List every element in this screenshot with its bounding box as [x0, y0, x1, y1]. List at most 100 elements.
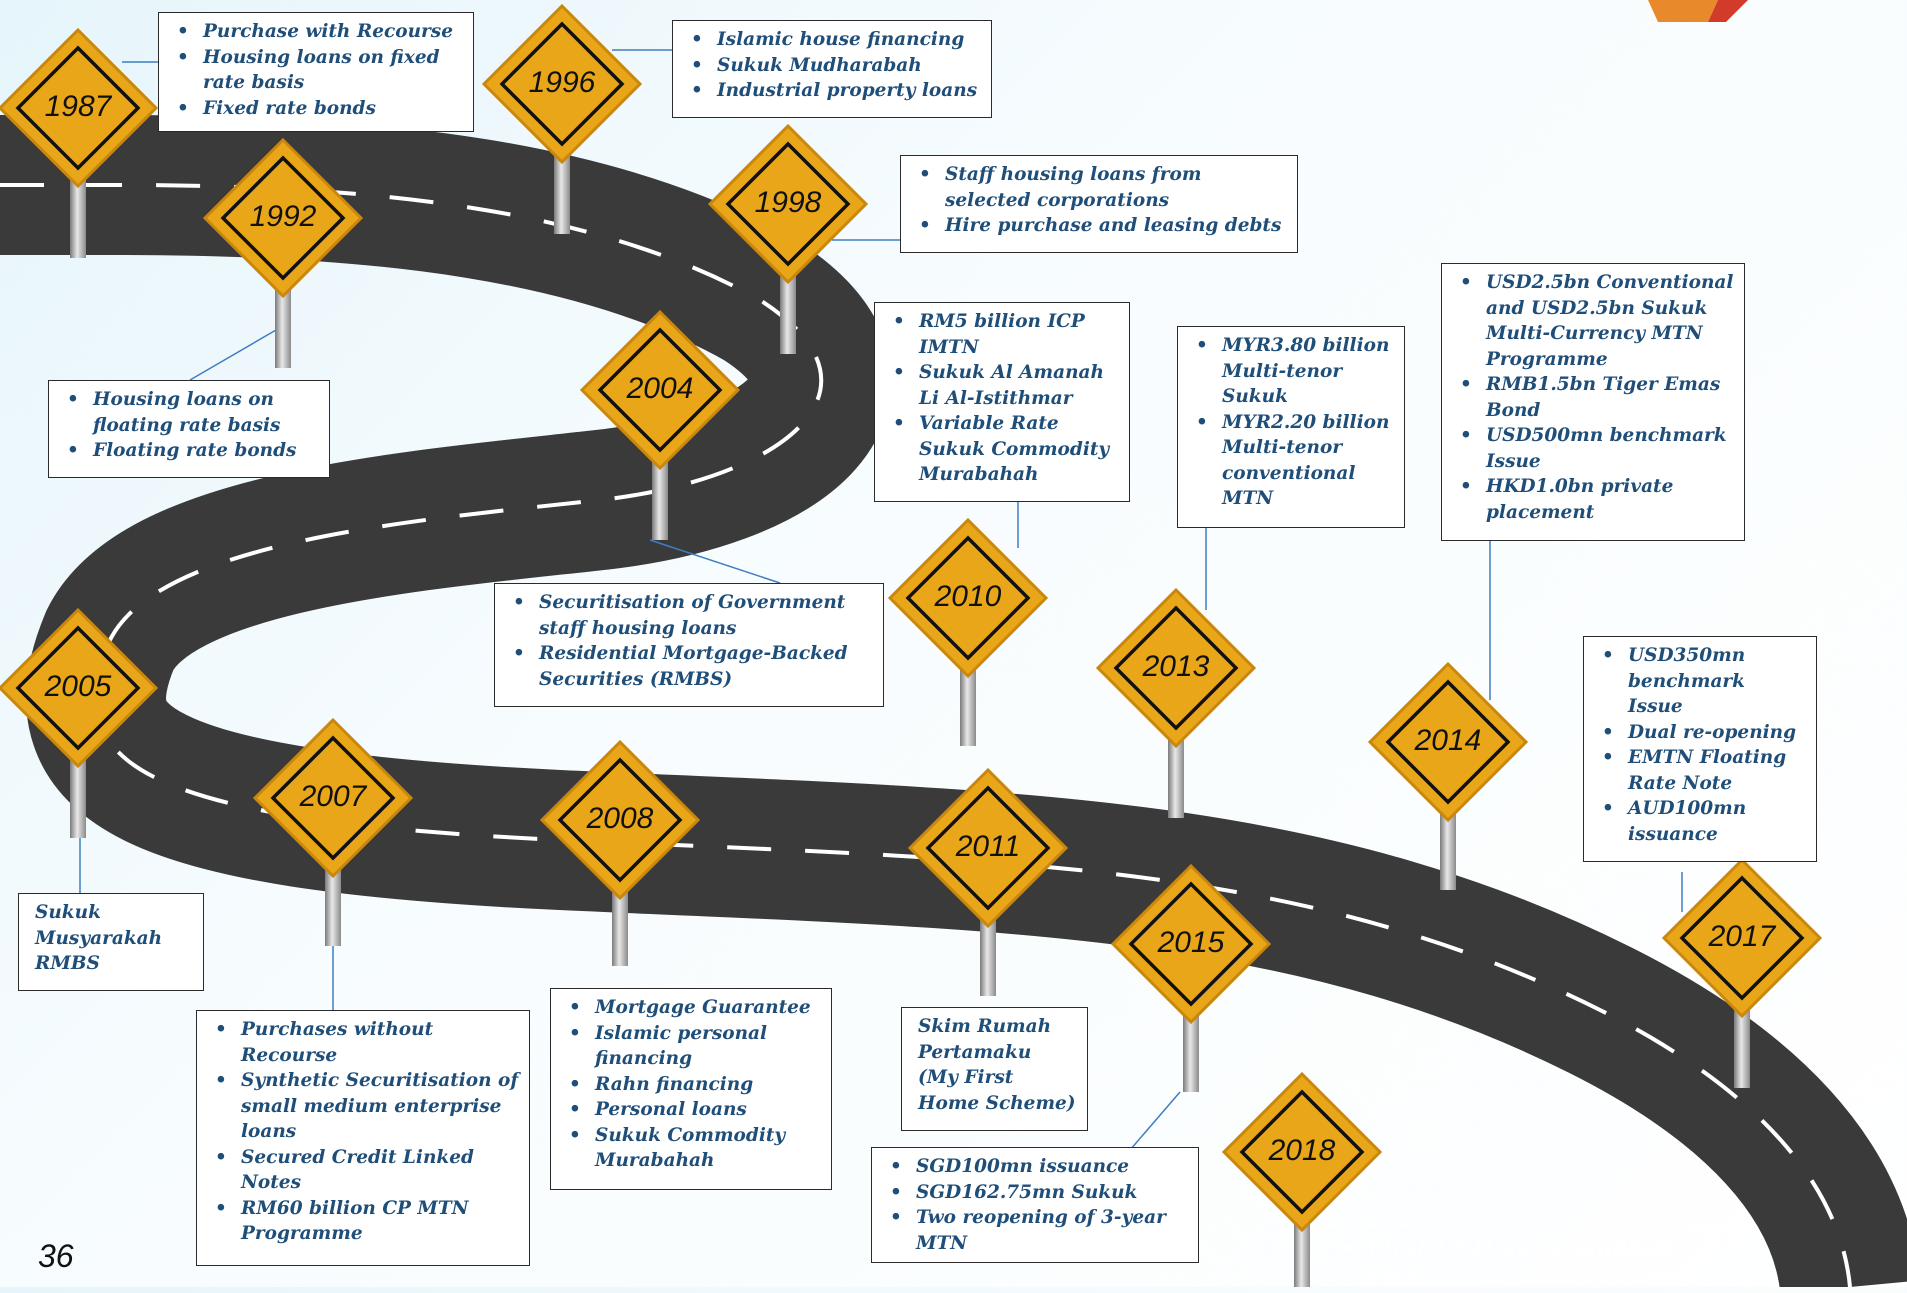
milestone-list: Purchases without RecourseSynthetic Secu…	[207, 1017, 519, 1247]
milestone-item: Floating rate bonds	[59, 438, 319, 464]
milestone-item: Mortgage Guarantee	[561, 995, 821, 1021]
diamond-sign-icon	[1221, 1071, 1383, 1233]
milestone-box: Sukuk Musyarakah RMBS	[18, 893, 204, 991]
diamond-sign-icon	[579, 309, 741, 471]
milestone-item: Housing loans on floating rate basis	[59, 387, 319, 438]
milestone-item: USD350mn benchmark Issue	[1594, 643, 1806, 720]
diamond-sign-icon	[907, 767, 1069, 929]
milestone-item: MYR2.20 billion Multi-tenor conventional…	[1188, 410, 1394, 512]
year-sign: 2018	[1221, 1071, 1383, 1233]
milestone-item: SGD100mn issuance	[882, 1154, 1188, 1180]
milestone-item: MYR3.80 billion Multi-tenor Sukuk	[1188, 333, 1394, 410]
year-sign: 2014	[1367, 661, 1529, 823]
milestone-box: USD2.5bn Conventional and USD2.5bn Sukuk…	[1441, 263, 1745, 541]
milestone-list: MYR3.80 billion Multi-tenor SukukMYR2.20…	[1188, 333, 1394, 512]
milestone-list: First USD denominated FRN	[1333, 1233, 1719, 1293]
milestone-box: MYR3.80 billion Multi-tenor SukukMYR2.20…	[1177, 326, 1405, 528]
milestone-item: Islamic house financing	[683, 27, 981, 53]
diamond-sign-icon	[252, 717, 414, 879]
milestone-item: SGD162.75mn Sukuk	[882, 1180, 1188, 1206]
year-label: 2005	[44, 670, 112, 703]
milestone-list: Staff housing loans from selected corpor…	[911, 162, 1287, 239]
year-sign: 1987	[0, 27, 159, 189]
connector-line	[189, 329, 277, 381]
milestone-list: Securitisation of Government staff housi…	[505, 590, 873, 692]
milestone-list: RM5 billion ICP IMTNSukuk Al Amanah Li A…	[885, 309, 1119, 488]
milestone-item: Secured Credit Linked Notes	[207, 1145, 519, 1196]
diamond-sign-icon	[202, 137, 364, 299]
page-number: 36	[38, 1238, 74, 1274]
year-label: 1987	[44, 90, 112, 123]
milestone-box: Staff housing loans from selected corpor…	[900, 155, 1298, 253]
milestone-item: Islamic personal financing	[561, 1021, 821, 1072]
diamond-sign-icon	[1095, 587, 1257, 749]
milestone-item: Staff housing loans from selected corpor…	[911, 162, 1287, 213]
year-sign: 2004	[579, 309, 741, 471]
milestone-box: First USD denominated FRN	[1321, 1225, 1731, 1291]
milestone-item: Skim Rumah Pertamaku (My First Home Sche…	[918, 1016, 1076, 1114]
year-sign: 2010	[887, 517, 1049, 679]
year-sign: 1996	[481, 3, 643, 165]
year-label: 2004	[626, 372, 694, 405]
milestone-list: Sukuk Musyarakah RMBS	[29, 900, 193, 977]
milestone-item: Rahn financing	[561, 1072, 821, 1098]
milestone-box: Securitisation of Government staff housi…	[494, 583, 884, 707]
milestone-item: Two reopening of 3-year MTN	[882, 1205, 1188, 1256]
milestone-item: USD500mn benchmark Issue	[1452, 423, 1734, 474]
milestone-box: USD350mn benchmark IssueDual re-openingE…	[1583, 636, 1817, 862]
milestone-list: USD350mn benchmark IssueDual re-openingE…	[1594, 643, 1806, 847]
milestone-item: Personal loans	[561, 1097, 821, 1123]
diamond-sign-icon	[0, 607, 159, 769]
milestone-item: Variable Rate Sukuk Commodity Murabahah	[885, 411, 1119, 488]
milestone-list: SGD100mn issuanceSGD162.75mn SukukTwo re…	[882, 1154, 1188, 1256]
milestone-item: RMB1.5bn Tiger Emas Bond	[1452, 372, 1734, 423]
milestone-box: Purchases without RecourseSynthetic Secu…	[196, 1010, 530, 1266]
milestone-item: Sukuk Musyarakah RMBS	[35, 902, 163, 974]
year-label: 2010	[934, 580, 1002, 613]
milestone-item: Industrial property loans	[683, 78, 981, 104]
milestone-item: Sukuk Al Amanah Li Al-Istithmar	[885, 360, 1119, 411]
milestone-item: RM60 billion CP MTN Programme	[207, 1196, 519, 1247]
year-sign: 2013	[1095, 587, 1257, 749]
year-sign: 2015	[1110, 863, 1272, 1025]
year-sign: 2008	[539, 739, 701, 901]
milestone-item: Sukuk Mudharabah	[683, 53, 981, 79]
year-label: 2011	[955, 830, 1021, 863]
milestone-item: Dual re-opening	[1594, 720, 1806, 746]
milestone-item: First USD denominated FRN	[1333, 1233, 1719, 1293]
year-label: 2015	[1157, 926, 1225, 959]
connector-line	[1129, 1091, 1181, 1151]
diamond-sign-icon	[887, 517, 1049, 679]
milestone-box: SGD100mn issuanceSGD162.75mn SukukTwo re…	[871, 1147, 1199, 1263]
milestone-item: USD2.5bn Conventional and USD2.5bn Sukuk…	[1452, 270, 1734, 372]
milestone-item: EMTN Floating Rate Note	[1594, 745, 1806, 796]
milestone-list: Mortgage GuaranteeIslamic personal finan…	[561, 995, 821, 1174]
milestone-item: AUD100mn issuance	[1594, 796, 1806, 847]
year-label: 2017	[1708, 920, 1776, 953]
year-sign: 1998	[707, 123, 869, 285]
year-label: 2018	[1268, 1134, 1336, 1167]
milestone-item: Synthetic Securitisation of small medium…	[207, 1068, 519, 1145]
milestone-box: Housing loans on floating rate basisFloa…	[48, 380, 330, 478]
diamond-sign-icon	[1367, 661, 1529, 823]
milestone-list: Purchase with RecourseHousing loans on f…	[169, 19, 463, 121]
diamond-sign-icon	[1110, 863, 1272, 1025]
year-sign: 2005	[0, 607, 159, 769]
diamond-sign-icon	[539, 739, 701, 901]
milestone-item: HKD1.0bn private placement	[1452, 474, 1734, 525]
milestone-list: Islamic house financingSukuk MudharabahI…	[683, 27, 981, 104]
milestone-item: Sukuk Commodity Murabahah	[561, 1123, 821, 1174]
milestone-item: Purchases without Recourse	[207, 1017, 519, 1068]
milestone-item: Securitisation of Government staff housi…	[505, 590, 873, 641]
milestone-item: Housing loans on fixed rate basis	[169, 45, 463, 96]
milestone-item: Hire purchase and leasing debts	[911, 213, 1287, 239]
year-sign: 2017	[1661, 857, 1823, 1019]
year-sign: 1992	[202, 137, 364, 299]
milestone-box: Purchase with RecourseHousing loans on f…	[158, 12, 474, 132]
milestone-box: Islamic house financingSukuk MudharabahI…	[672, 20, 992, 118]
milestone-box: Mortgage GuaranteeIslamic personal finan…	[550, 988, 832, 1190]
connector-line	[649, 539, 781, 584]
year-sign: 2011	[907, 767, 1069, 929]
milestone-box: Skim Rumah Pertamaku (My First Home Sche…	[901, 1007, 1088, 1131]
year-label: 1998	[754, 186, 822, 219]
